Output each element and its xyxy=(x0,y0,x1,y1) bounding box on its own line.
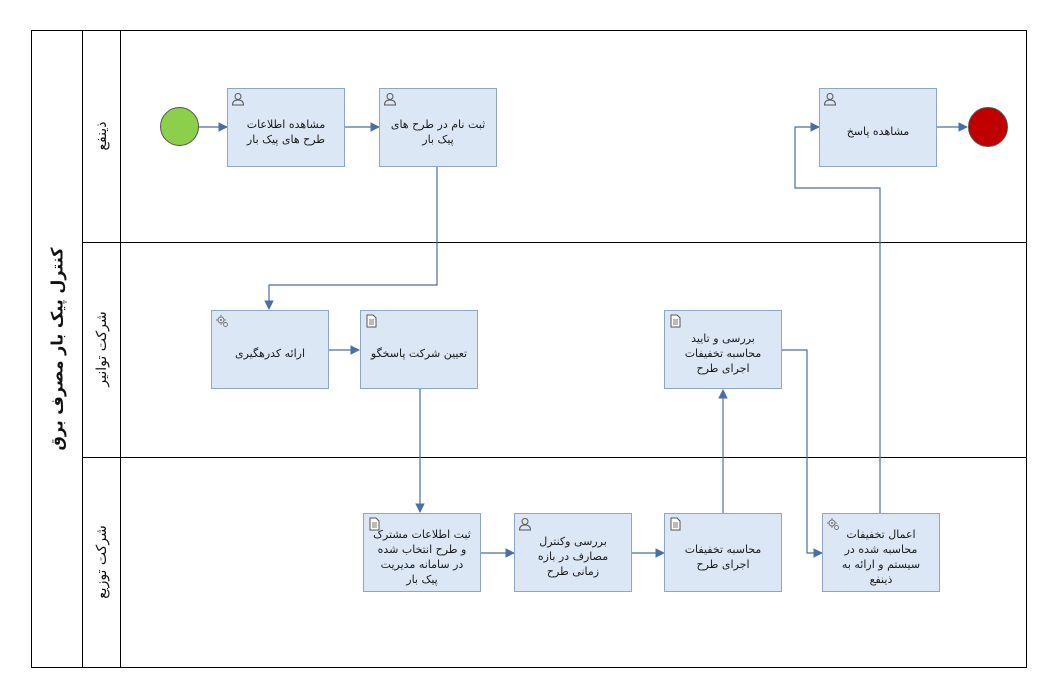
task-view-response[interactable]: مشاهده پاسخ xyxy=(819,88,937,167)
task-register-plan[interactable]: ثبت نام در طرح های پیک بار xyxy=(379,88,497,167)
lane-separator xyxy=(83,457,1027,458)
task-label: ثبت نام در طرح های پیک بار xyxy=(390,117,486,146)
task-label: محاسبه تخفیفات اجرای طرح xyxy=(684,542,762,571)
lane-label-cell-stakeholder xyxy=(83,30,121,242)
end-event xyxy=(968,107,1008,147)
task-calculate-discounts[interactable]: محاسبه تخفیفات اجرای طرح xyxy=(664,513,782,592)
user-icon xyxy=(231,93,245,106)
task-apply-discounts[interactable]: اعمال تخفیفات محاسبه شده در سیستم و ارائ… xyxy=(822,513,940,592)
pool-frame xyxy=(31,30,1027,668)
user-icon xyxy=(518,518,532,531)
document-icon xyxy=(369,517,380,531)
gear-icon xyxy=(216,315,228,327)
task-record-subscriber-info[interactable]: ثبت اطلاعات مشترک و طرح انتخاب شده در سا… xyxy=(363,513,481,592)
task-review-control-consumption[interactable]: بررسی وکنترل مصارف در بازه زمانی طرح xyxy=(514,513,632,592)
task-assign-responsible-company[interactable]: تعیین شرکت پاسخگو xyxy=(360,310,478,389)
task-label: ثبت اطلاعات مشترک و طرح انتخاب شده در سا… xyxy=(373,527,471,586)
task-view-plan-info[interactable]: مشاهده اطلاعات طرح های پیک بار xyxy=(227,88,345,167)
lane-label-cell-tavanir xyxy=(83,242,121,457)
lane-label-cell-distribution xyxy=(83,457,121,668)
pool-title-cell xyxy=(31,30,83,668)
task-label: اعمال تخفیفات محاسبه شده در سیستم و ارائ… xyxy=(841,527,921,586)
task-label: تعیین شرکت پاسخگو xyxy=(370,347,468,360)
task-label: ارائه کدرهگیری xyxy=(234,347,306,360)
user-icon xyxy=(383,93,397,106)
task-label: بررسی وکنترل مصارف در بازه زمانی طرح xyxy=(537,535,609,578)
lane-separator xyxy=(83,242,1027,243)
task-review-approve-discounts[interactable]: بررسی و تایید محاسبه تخفیفات اجرای طرح xyxy=(664,310,782,389)
document-icon xyxy=(670,517,681,531)
task-label: مشاهده اطلاعات طرح های پیک بار xyxy=(246,117,326,146)
document-icon xyxy=(670,314,681,328)
document-icon xyxy=(366,314,377,328)
task-provide-tracking-code[interactable]: ارائه کدرهگیری xyxy=(211,310,329,389)
task-label: مشاهده پاسخ xyxy=(846,125,910,138)
start-event xyxy=(160,107,199,146)
flow-register-to-provide-code xyxy=(264,167,438,310)
user-icon xyxy=(823,93,837,106)
flow-apply-to-view-response xyxy=(794,122,881,513)
task-label: بررسی و تایید محاسبه تخفیفات اجرای طرح xyxy=(684,332,762,375)
gear-icon xyxy=(827,518,839,530)
flow-review-approve-to-apply xyxy=(782,349,823,558)
